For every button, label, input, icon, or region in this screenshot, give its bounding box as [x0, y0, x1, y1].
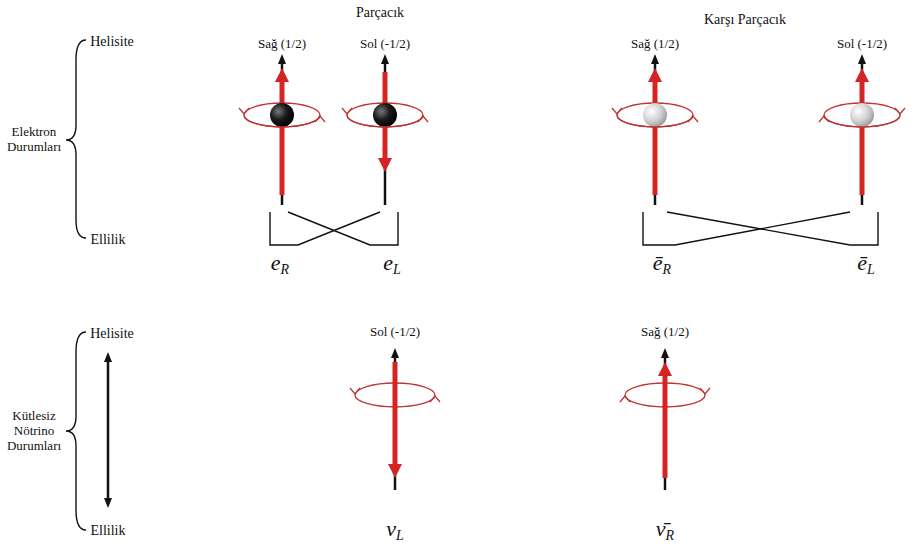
- chirality-bracket: [667, 212, 878, 245]
- positron-spin-state: [819, 62, 905, 205]
- helicity-label: Sol (-1/2): [370, 325, 420, 340]
- group-heading: Karşı Parçacık: [704, 12, 786, 28]
- helicity-label: Sol (-1/2): [360, 37, 410, 52]
- brace-label: Kütlesiz Nötrino Durumları: [4, 409, 64, 454]
- state-symbol: ν̄R: [656, 516, 674, 544]
- electron-spin-state: [239, 62, 325, 205]
- state-symbol: eR: [271, 250, 289, 278]
- state-symbol: eL: [383, 250, 401, 278]
- double-arrow: [107, 360, 110, 500]
- brace: [66, 332, 86, 530]
- neutrino-spin-state: [350, 356, 440, 490]
- brace-label: Elektron Durumları: [4, 125, 64, 155]
- state-symbol: ēL: [857, 250, 875, 278]
- helicity-label: Sağ (1/2): [641, 325, 689, 340]
- antineutrino-spin-state: [620, 356, 710, 490]
- group-heading: Parçacık: [356, 5, 404, 21]
- state-symbol: νL: [386, 516, 404, 544]
- axis-label: Ellilik: [91, 232, 126, 248]
- axis-label: Ellilik: [91, 523, 126, 539]
- helicity-label: Sağ (1/2): [631, 37, 679, 52]
- brace: [66, 40, 86, 238]
- axis-label: Helisite: [90, 34, 134, 50]
- chirality-bracket: [270, 212, 380, 245]
- chirality-bracket: [288, 212, 398, 245]
- state-symbol: ēR: [653, 250, 671, 278]
- electron-spin-state: [342, 62, 428, 205]
- axis-label: Helisite: [90, 326, 134, 342]
- positron-spin-state: [612, 62, 698, 205]
- helicity-label: Sol (-1/2): [837, 37, 887, 52]
- helicity-label: Sağ (1/2): [258, 37, 306, 52]
